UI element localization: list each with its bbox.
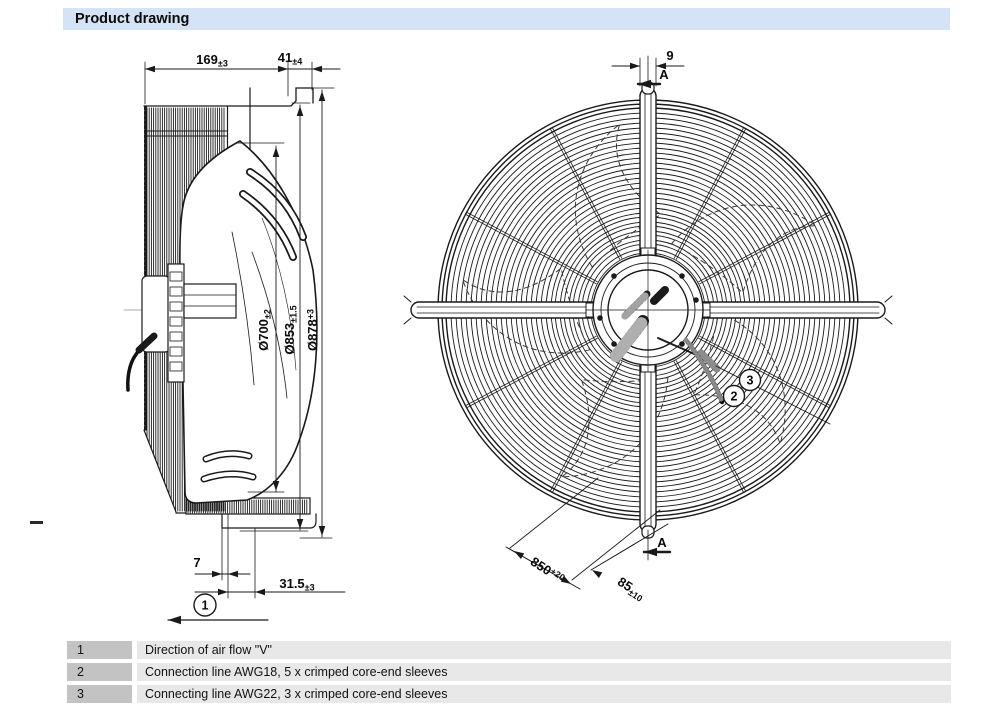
dim-inlet: 31.5±3 xyxy=(279,576,314,593)
callout-3-label: 3 xyxy=(747,374,754,388)
legend-row-text: Direction of air flow "V" xyxy=(137,641,951,659)
dimension-arrows xyxy=(145,62,666,625)
page-title: Product drawing xyxy=(75,11,190,27)
impeller-hub xyxy=(183,283,237,319)
cable-connector-side xyxy=(135,332,158,354)
section-header: Product drawing xyxy=(63,8,950,30)
callout-2-label: 2 xyxy=(731,390,738,404)
callouts xyxy=(193,368,762,617)
legend-gap xyxy=(132,685,137,703)
section-label-bottom: A xyxy=(657,535,667,550)
section-label-top: A xyxy=(659,67,669,82)
legend-row-2: 2 Connection line AWG18, 5 x crimped cor… xyxy=(67,663,951,681)
legend-table: 1 Direction of air flow "V" 2 Connection… xyxy=(67,641,951,707)
dim-dia-ring: Ø853±1.5 xyxy=(282,305,299,354)
front-view xyxy=(403,81,893,539)
dim-depth: 169±3 xyxy=(196,52,228,69)
legend-row-text: Connecting line AWG22, 3 x crimped core-… xyxy=(137,685,951,703)
legend-row-number: 3 xyxy=(67,685,132,703)
callout-2-circle xyxy=(722,384,746,408)
dimension-labels: 169±3 41±4 Ø700±2 Ø853±1.5 Ø878+3 7 31.5… xyxy=(193,48,753,613)
dim-dia-impeller: Ø700±2 xyxy=(256,309,273,351)
callout-3-circle xyxy=(738,368,762,392)
legend-row-text: Connection line AWG18, 5 x crimped core-… xyxy=(137,663,951,681)
dim-cable-length: 85±10 xyxy=(614,574,648,604)
cable-side xyxy=(126,351,139,392)
dim-dia-outer: Ø878+3 xyxy=(305,309,320,351)
dim-plate: 7 xyxy=(193,555,200,570)
fan-technical-drawing: 169±3 41±4 Ø700±2 Ø853±1.5 Ø878+3 7 31.5… xyxy=(123,48,893,625)
legend-row-3: 3 Connecting line AWG22, 3 x crimped cor… xyxy=(67,685,951,703)
callout-1-label: 1 xyxy=(202,599,209,613)
legend-row-1: 1 Direction of air flow "V" xyxy=(67,641,951,659)
side-view xyxy=(123,87,318,529)
dim-strut: 9 xyxy=(666,48,673,63)
dim-bolt-spacing: 850+20 xyxy=(528,554,567,587)
callout-1-circle xyxy=(193,593,217,617)
hub-bolts xyxy=(597,273,699,347)
legend-row-number: 2 xyxy=(67,663,132,681)
dim-guard: 41±4 xyxy=(278,50,302,67)
legend-gap xyxy=(132,663,137,681)
legend-row-number: 1 xyxy=(67,641,132,659)
margin-dash xyxy=(30,521,43,524)
mounting-bracket xyxy=(167,263,185,383)
legend-gap xyxy=(132,641,137,659)
